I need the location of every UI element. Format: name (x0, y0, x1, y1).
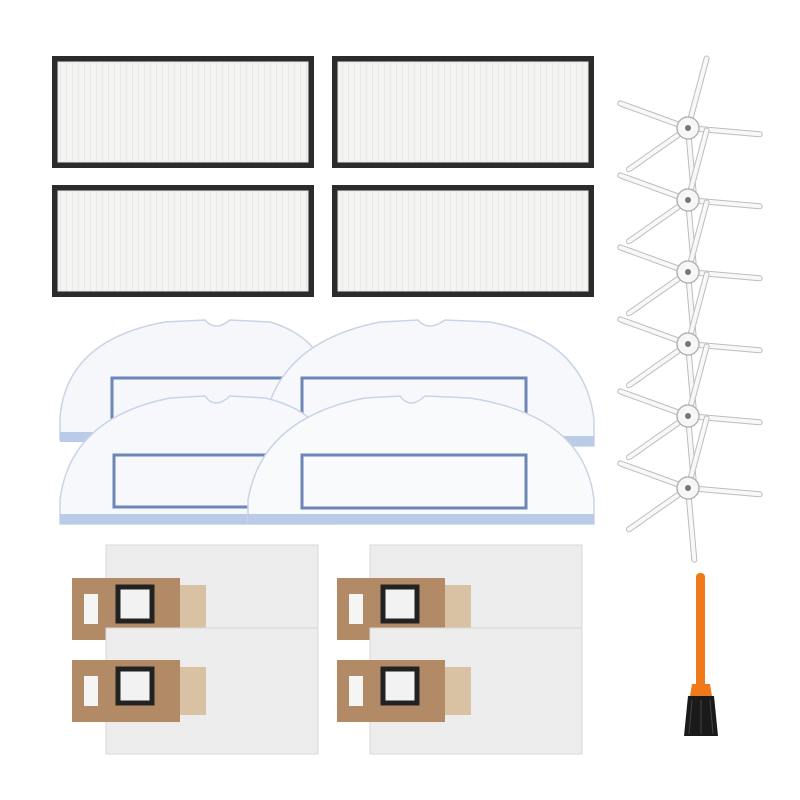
dust-bag (72, 627, 319, 755)
side-brush-arm-highlight (627, 342, 690, 388)
side-brush-arm-highlight (686, 486, 762, 497)
side-brush-arm-highlight (618, 389, 690, 418)
hepa-filter (332, 56, 594, 168)
side-brush (617, 127, 763, 275)
side-brush-arm-highlight (686, 414, 762, 425)
side-brush-hub-screw (685, 413, 691, 419)
side-brush-arm-highlight (686, 344, 709, 418)
side-brush-group (617, 55, 763, 563)
side-brush-arm-highlight (686, 56, 709, 130)
side-brush-arm-highlight (686, 486, 697, 562)
side-brush-arm-highlight (686, 200, 709, 274)
hepa-filter (52, 185, 314, 297)
side-brush-hub-screw (685, 341, 691, 347)
dust-bag-group (72, 544, 583, 755)
side-brush-arm-highlight (618, 245, 690, 274)
mop-pad-group (59, 319, 595, 525)
side-brush-arm-highlight (686, 198, 762, 209)
side-brush-arm-highlight (686, 342, 762, 353)
side-brush-hub-screw (685, 125, 691, 131)
side-brush (617, 55, 763, 203)
side-brush-arm-highlight (627, 126, 690, 172)
side-brush-arm-highlight (627, 270, 690, 316)
side-brush-arm-highlight (618, 173, 690, 202)
side-brush-arm-highlight (686, 270, 762, 281)
side-brush-arm-highlight (686, 272, 709, 346)
dust-bag (337, 627, 583, 755)
side-brush-arm-highlight (686, 128, 709, 202)
hepa-filter-group (52, 56, 594, 297)
side-brush-arm-highlight (686, 126, 762, 137)
hepa-filter (52, 56, 314, 168)
side-brush-arm-highlight (627, 486, 690, 532)
dust-bag (337, 544, 583, 656)
side-brush (617, 415, 763, 563)
side-brush-arm-highlight (618, 461, 690, 490)
hepa-filter (332, 185, 594, 297)
side-brush-hub-screw (685, 197, 691, 203)
side-brush-arm-highlight (686, 416, 709, 490)
side-brush-hub-screw (685, 485, 691, 491)
cleaning-brush (684, 573, 718, 736)
side-brush-hub-screw (685, 269, 691, 275)
side-brush-arm-highlight (627, 198, 690, 244)
side-brush-arm-highlight (627, 414, 690, 460)
side-brush-arm-highlight (618, 101, 690, 130)
side-brush-arm-highlight (618, 317, 690, 346)
side-brush (617, 343, 763, 491)
mop-pad (247, 395, 595, 525)
